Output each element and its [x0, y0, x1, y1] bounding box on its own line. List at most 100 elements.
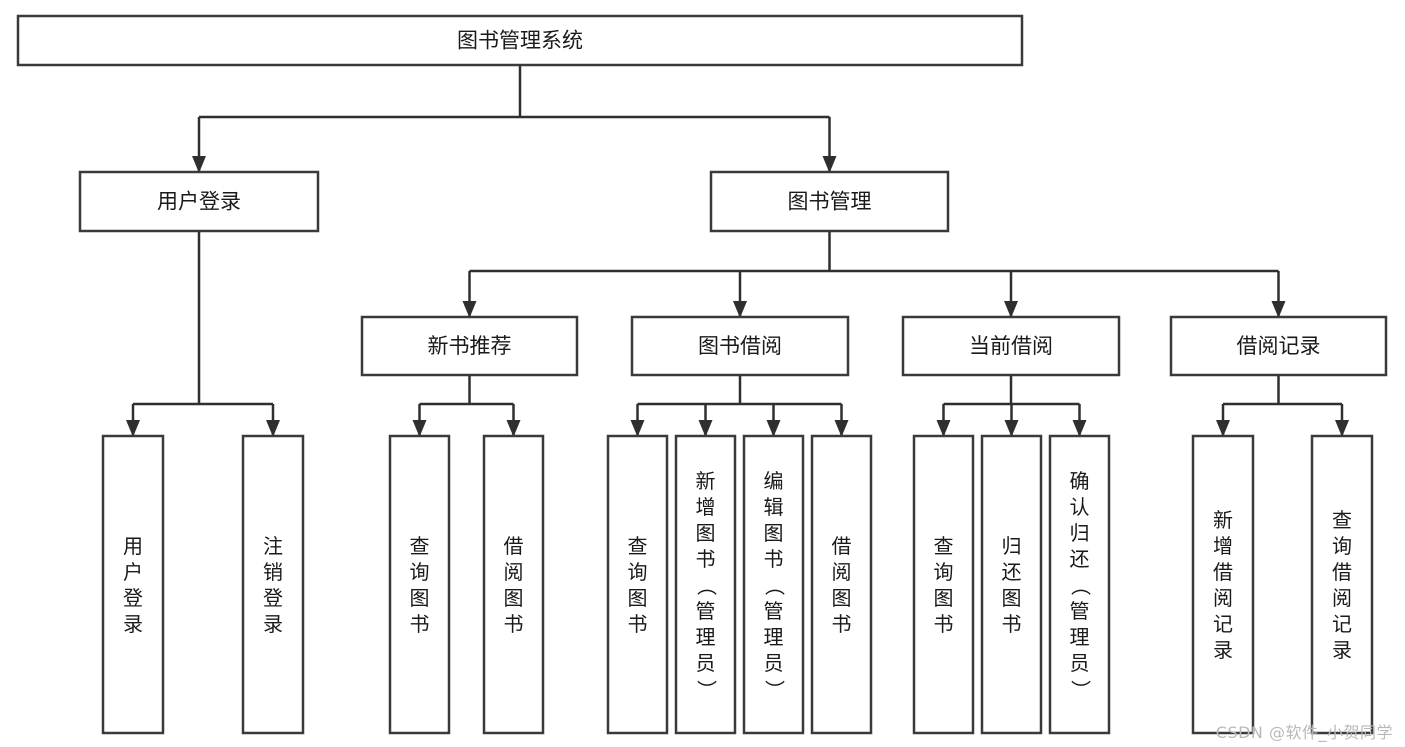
node-root-root-label: 图书管理系统	[457, 29, 583, 53]
arrow-head-icon	[1004, 301, 1018, 318]
arrow-head-icon	[1004, 420, 1019, 437]
node-borrow-record-label: 借阅记录	[1237, 334, 1321, 358]
node-leaf-query-book-2-label-char: 查	[628, 534, 648, 558]
node-book-manage-label: 图书管理	[788, 190, 872, 214]
arrow-head-icon	[412, 420, 427, 437]
node-leaf-confirm-return-label-char: 管	[1070, 599, 1090, 623]
node-leaf-query-record-label-char: 记	[1332, 612, 1352, 636]
arrow-head-icon	[822, 156, 837, 173]
arrow-head-icon	[1216, 420, 1230, 437]
node-book-borrow-box	[630, 315, 850, 377]
node-leaf-user-logout-label-char: 登	[263, 586, 283, 610]
node-leaf-borrow-book-1-label-char: 阅	[504, 560, 524, 584]
node-leaf-user-login-label-char: 登	[123, 586, 143, 610]
node-leaf-return-book-label-char: 书	[1002, 612, 1022, 636]
node-leaf-user-login-label-char: 用	[123, 534, 143, 558]
node-leaf-user-logout-label-char: 注	[263, 534, 283, 558]
arrow-head-icon	[834, 420, 849, 437]
node-leaf-query-book-1-label-char: 询	[410, 560, 430, 584]
node-book-manage[interactable]: 图书管理	[709, 170, 950, 233]
node-leaf-query-book-2-label-char: 书	[628, 612, 648, 636]
node-leaf-borrow-book-1-box	[482, 434, 545, 735]
node-leaf-borrow-book-1-label-char: 借	[504, 534, 524, 558]
node-current-borrow[interactable]: 当前借阅	[901, 315, 1121, 377]
node-new-book-rec-box	[360, 315, 579, 377]
node-book-borrow[interactable]: 图书借阅	[630, 315, 850, 377]
node-leaf-query-book-1-label-char: 查	[410, 534, 430, 558]
node-leaf-confirm-return-label-char: 理	[1070, 625, 1090, 649]
watermark-text: CSDN @软件_小贺同学	[1215, 723, 1393, 742]
node-leaf-confirm-return-label-char: 归	[1070, 521, 1090, 545]
node-new-book-rec[interactable]: 新书推荐	[360, 315, 579, 377]
node-leaf-query-book-3-label-char: 查	[934, 534, 954, 558]
arrow-head-icon	[1335, 420, 1349, 437]
node-leaf-borrow-book-2-label-char: 图	[832, 586, 852, 610]
arrow-head-icon	[266, 420, 280, 437]
node-leaf-confirm-return-label-char: 确	[1070, 469, 1090, 493]
node-borrow-record[interactable]: 借阅记录	[1169, 315, 1388, 377]
node-book-borrow-label: 图书借阅	[698, 334, 782, 358]
node-leaf-add-book-label-char: （	[695, 576, 719, 596]
node-user-login[interactable]: 用户登录	[78, 170, 320, 233]
node-root-root[interactable]: 图书管理系统	[16, 14, 1024, 67]
arrow-head-icon	[1271, 301, 1286, 318]
node-leaf-confirm-return-label-char: ）	[1069, 680, 1093, 700]
node-leaf-query-book-3-box	[912, 434, 975, 735]
arrow-head-icon	[126, 420, 140, 437]
node-leaf-add-record-label-char: 新	[1213, 508, 1233, 532]
node-leaf-borrow-book-2-label-char: 阅	[832, 560, 852, 584]
node-leaf-add-record-label-char: 记	[1213, 612, 1233, 636]
node-leaf-confirm-return-label-char: 员	[1070, 651, 1090, 675]
node-leaf-edit-book-label-char: 编	[764, 469, 784, 493]
arrow-head-icon	[506, 420, 521, 437]
node-current-borrow-label: 当前借阅	[969, 334, 1053, 358]
node-leaf-edit-book-label-char: 辑	[764, 495, 784, 519]
node-leaf-edit-book-box	[742, 434, 805, 735]
node-leaf-edit-book-label-char: 书	[764, 547, 784, 571]
node-leaf-confirm-return-label-char: （	[1069, 576, 1093, 596]
node-leaf-edit-book-label-char: 管	[764, 599, 784, 623]
node-new-book-rec-label: 新书推荐	[428, 334, 512, 358]
node-leaf-query-book-3-label-char: 图	[934, 586, 954, 610]
node-leaf-confirm-return-box	[1048, 434, 1111, 735]
node-user-login-label: 用户登录	[157, 190, 241, 214]
node-leaf-user-login[interactable]: 用户登录	[101, 434, 165, 735]
node-leaf-add-book-box	[674, 434, 737, 735]
node-leaf-user-logout-label-char: 销	[263, 560, 283, 584]
node-leaf-edit-book-label-char: 图	[764, 521, 784, 545]
node-leaf-add-record-label-char: 增	[1213, 534, 1233, 558]
nodes-layer: 图书管理系统用户登录图书管理新书推荐图书借阅当前借阅借阅记录用户登录注销登录查询…	[16, 14, 1388, 735]
node-leaf-query-book-3-label-char: 书	[934, 612, 954, 636]
node-book-manage-box	[709, 170, 950, 233]
node-leaf-user-logout-box	[241, 434, 305, 735]
node-leaf-add-record-box	[1191, 434, 1255, 735]
node-borrow-record-box	[1169, 315, 1388, 377]
node-leaf-user-login-label-char: 户	[123, 560, 143, 584]
node-leaf-add-book-label-char: 图	[696, 521, 716, 545]
node-user-login-box	[78, 170, 320, 233]
node-leaf-add-record-label-char: 录	[1213, 638, 1233, 662]
node-leaf-add-book-label-char: 新	[696, 469, 716, 493]
node-leaf-query-record-box	[1310, 434, 1374, 735]
node-leaf-return-book-label-char: 还	[1002, 560, 1022, 584]
node-leaf-return-book-box	[980, 434, 1043, 735]
node-leaf-edit-book-label-char: 理	[764, 625, 784, 649]
node-leaf-query-book-1-label-char: 图	[410, 586, 430, 610]
arrow-head-icon	[1072, 420, 1087, 437]
node-leaf-user-login-label-char: 录	[123, 612, 143, 636]
arrow-head-icon	[733, 301, 747, 318]
